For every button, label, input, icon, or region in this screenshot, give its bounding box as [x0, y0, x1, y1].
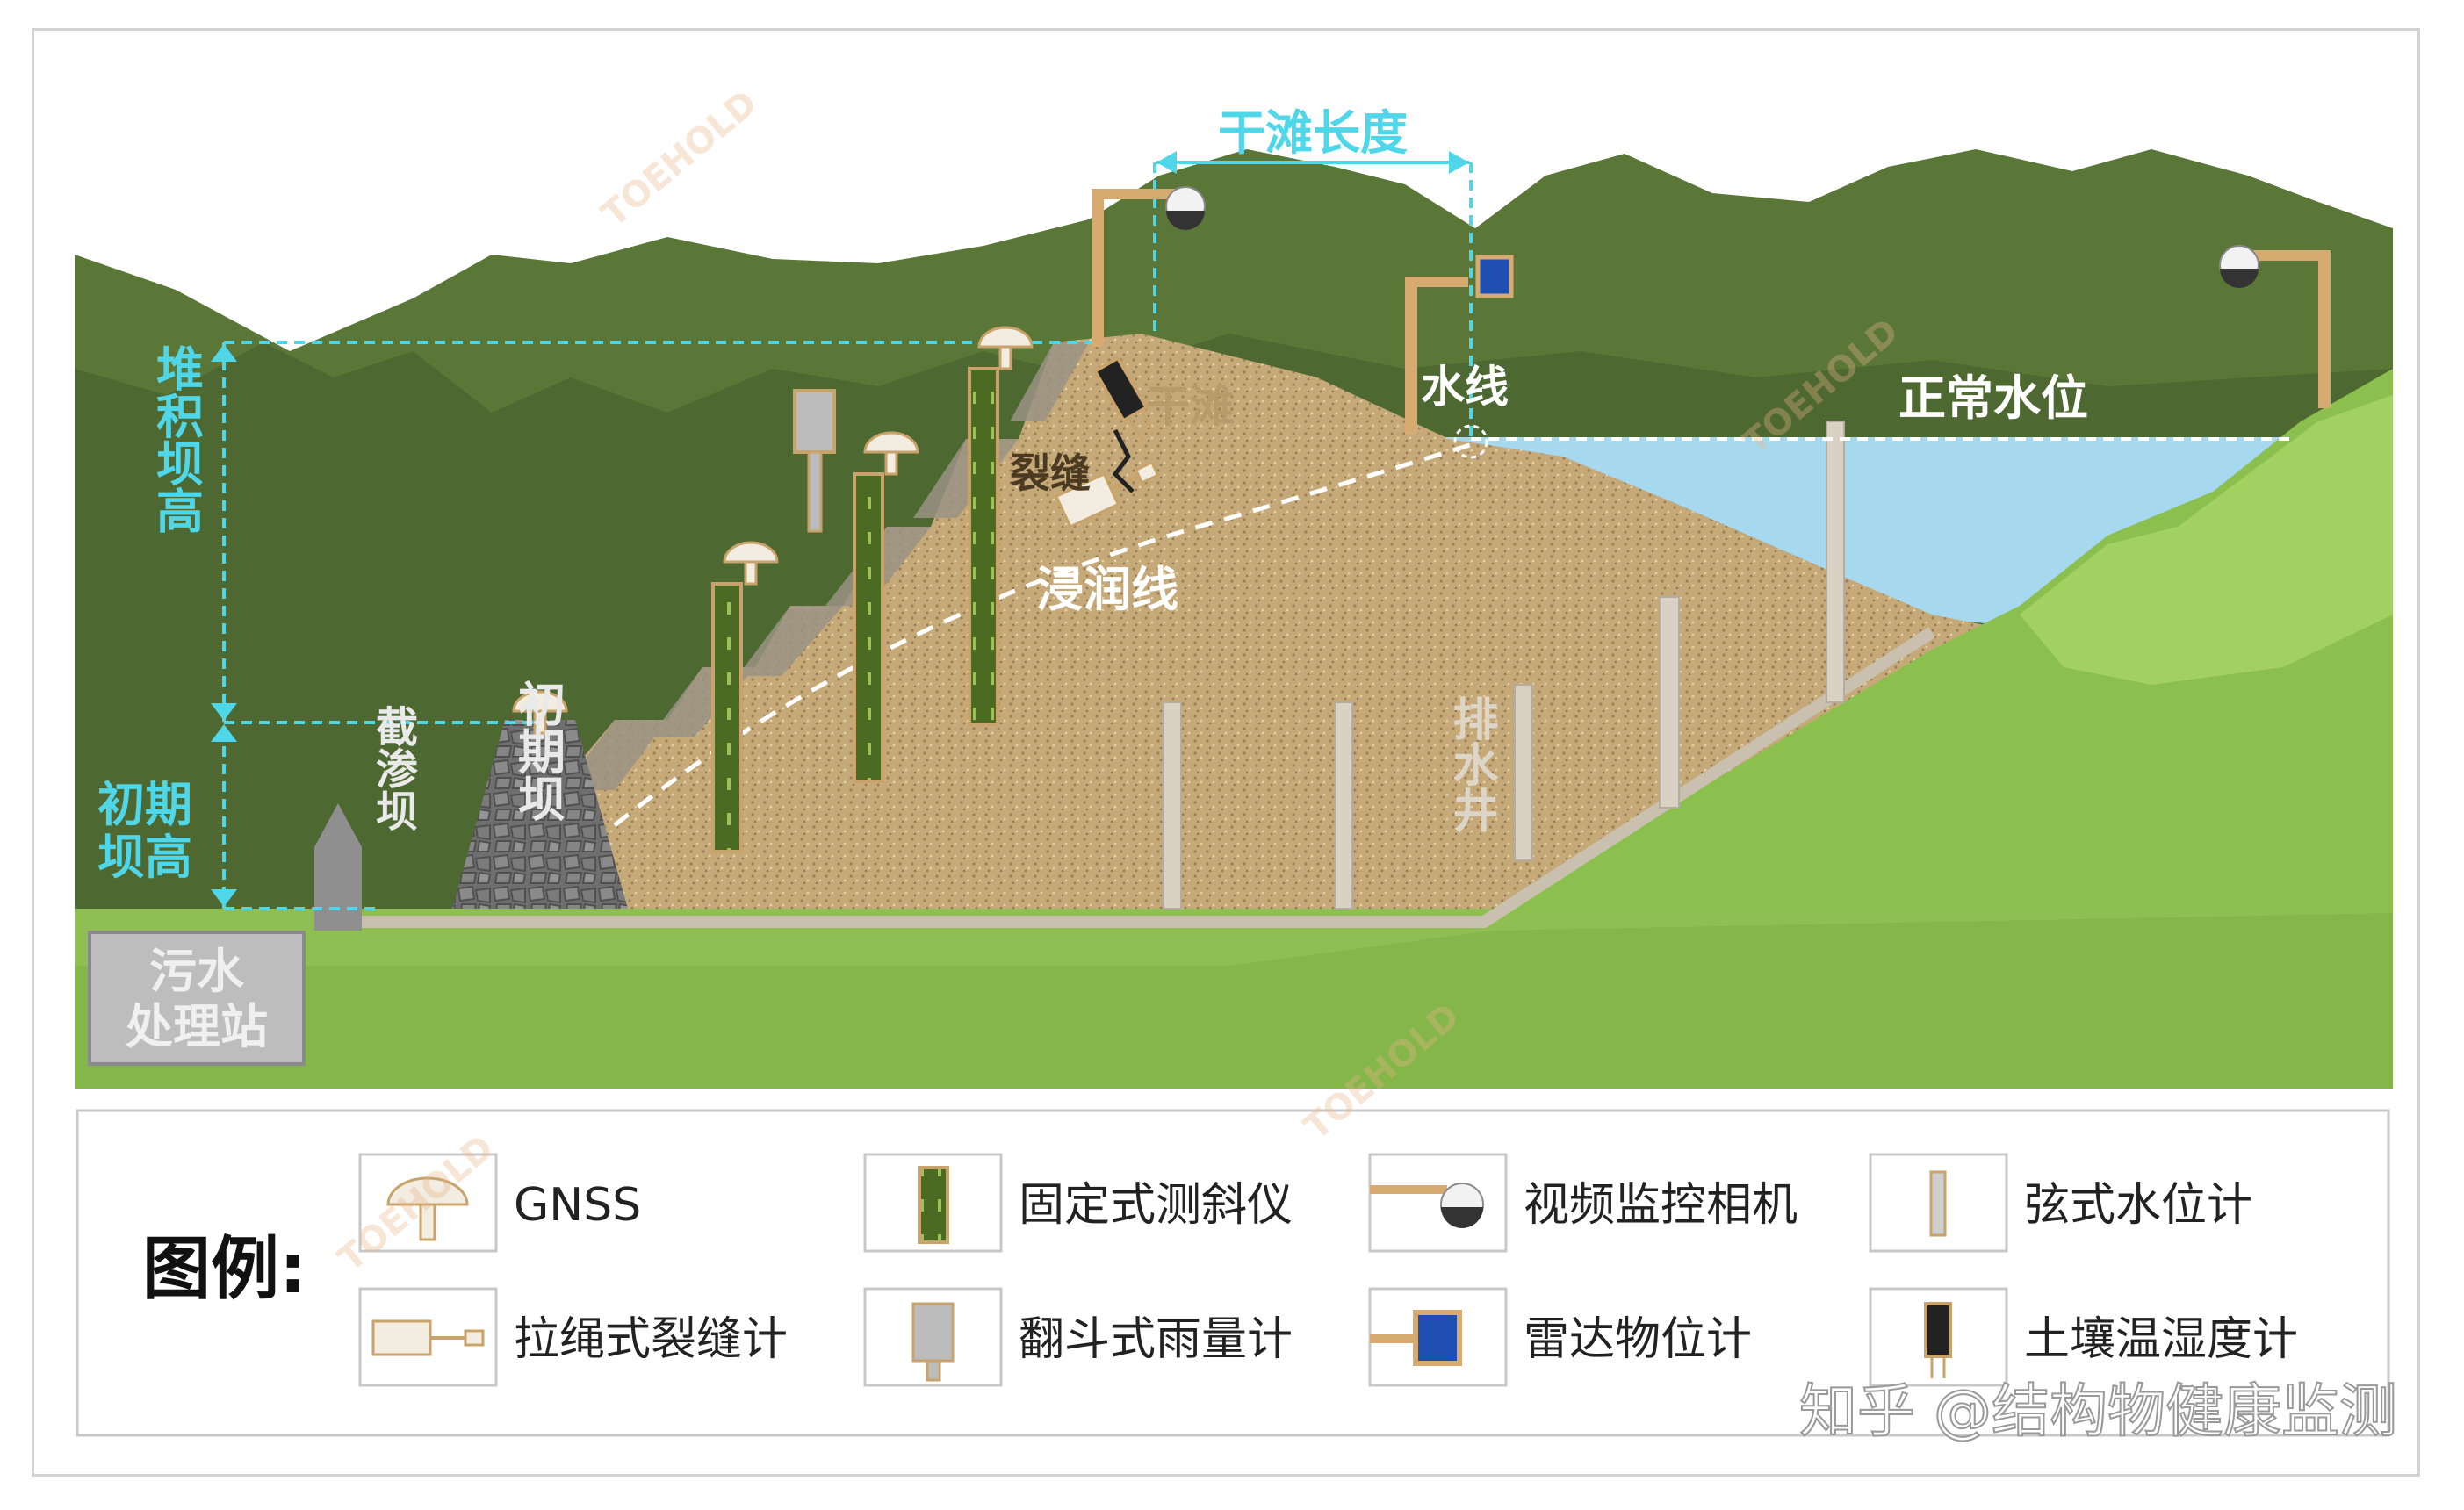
legend-label-camera: 视频监控相机 — [1524, 1179, 1798, 1232]
ground-shade — [75, 913, 2393, 1089]
dimension-lines — [222, 162, 2296, 910]
sewage-station-label-2: 处理站 — [126, 999, 268, 1054]
inclinometer-icon — [918, 1166, 949, 1244]
cutoff-dam-label: 截渗坝 — [368, 705, 418, 831]
drainage-wells — [1163, 421, 1845, 910]
sewage-station — [88, 931, 306, 1066]
soil-sensor — [1092, 356, 1156, 442]
rain-gauge-icon — [911, 1302, 955, 1382]
phreatic-line — [613, 441, 1476, 827]
inclinometers — [711, 367, 999, 853]
rain-gauge — [793, 389, 836, 533]
gnss-markers — [512, 326, 1034, 735]
front-hill-right — [1142, 369, 2393, 1089]
legend-label-radar: 雷达物位计 — [1524, 1313, 1752, 1366]
phreatic-line-label: 浸润线 — [1036, 562, 1178, 617]
drainage-pipe — [321, 627, 1935, 928]
svg-text:排水井: 排水井 — [1445, 695, 1498, 832]
legend-label-rain-gauge: 翻斗式雨量计 — [1019, 1313, 1293, 1366]
camera-pole-radar — [1405, 255, 1514, 435]
legend-label-inclinometer: 固定式测斜仪 — [1019, 1179, 1293, 1232]
svg-text:初期坝: 初期坝 — [510, 680, 566, 822]
legend-title: 图例: — [142, 1230, 306, 1309]
legend-label-soil-sensor: 土壤温湿度计 — [2024, 1313, 2298, 1366]
legend-label-crack-meter: 拉绳式裂缝计 — [514, 1313, 788, 1366]
diagram-frame — [32, 28, 2420, 1477]
camera-pole-left — [1092, 186, 1206, 347]
water-line-marker — [1453, 424, 1488, 459]
water-line-label: 水线 — [1421, 362, 1509, 413]
legend-label-piezometer: 弦式水位计 — [2024, 1179, 2252, 1232]
piezometer-icon — [1929, 1170, 1947, 1237]
svg-text:截渗坝: 截渗坝 — [368, 705, 418, 831]
tailings-sand — [457, 334, 2020, 909]
sewage-station-label-1: 污水 — [149, 944, 245, 999]
initial-dam-height-label-2: 坝高 — [97, 830, 192, 885]
svg-text:堆积坝高: 堆积坝高 — [148, 344, 204, 534]
front-hill-right-highlight — [2020, 395, 2393, 685]
drainage-well-label: 排水井 — [1445, 695, 1498, 832]
radar-level-icon — [1370, 1310, 1462, 1366]
normal-water-level-label: 正常水位 — [1898, 370, 2088, 426]
dry-beach-label: 干滩 — [1146, 381, 1234, 432]
soil-sensor-icon — [1924, 1302, 1952, 1378]
legend-label-gnss: GNSS — [514, 1179, 641, 1232]
video-camera-icon — [1370, 1183, 1484, 1228]
cutoff-dam-body — [314, 803, 362, 931]
stacked-dam-height-label: 堆积坝高 — [148, 344, 204, 534]
initial-dam-height-label-1: 初期 — [97, 777, 192, 832]
crack-label: 裂缝 — [1010, 449, 1091, 497]
crack-meter — [1054, 460, 1160, 528]
initial-dam-body — [452, 720, 628, 909]
crack-meter-icon — [371, 1319, 485, 1356]
gnss-icon — [386, 1176, 469, 1206]
dry-beach-length-label: 干滩长度 — [1218, 105, 1408, 161]
initial-dam-label: 初期坝 — [510, 680, 566, 822]
credit-watermark: 知乎 @结构物健康监测 — [1799, 1377, 2397, 1445]
legend-icons — [358, 1153, 2008, 1387]
crack-symbol — [1112, 428, 1135, 493]
camera-pole-right — [2219, 245, 2331, 408]
